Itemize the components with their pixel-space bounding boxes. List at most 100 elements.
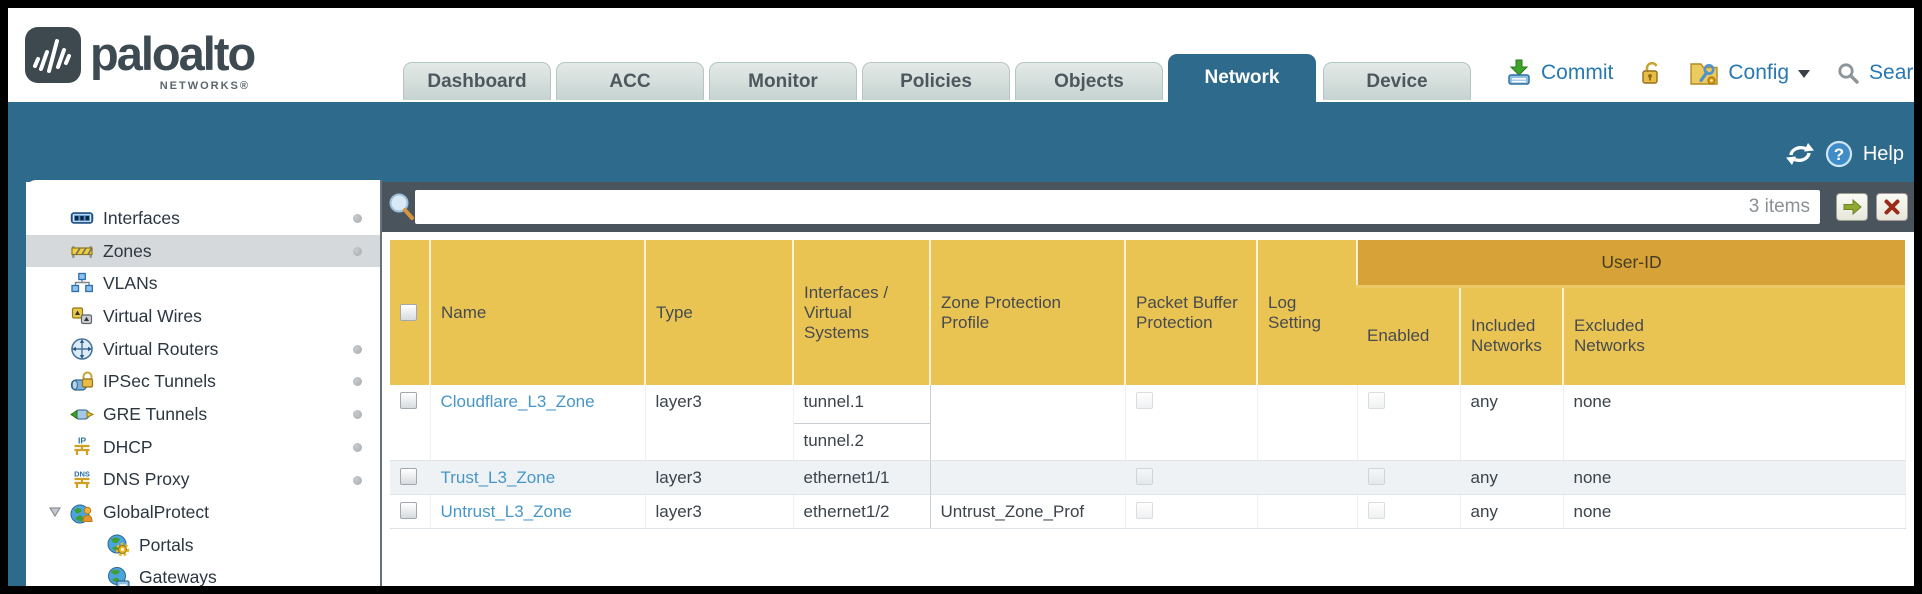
app-window: paloalto NETWORKS® Dashboard ACC Monitor… [8,8,1914,586]
page-header-band: ? Help [8,102,1914,182]
search-icon[interactable] [1836,61,1860,85]
column-header-log-setting[interactable]: Log Setting [1256,240,1357,385]
clear-filter-button[interactable] [1876,193,1908,221]
sidebar-item-dhcp[interactable]: IP DHCP [26,431,380,464]
excluded-networks: none [1563,460,1906,495]
sidebar-item-label: VLANs [103,273,158,294]
select-all-header [390,240,430,385]
table-row: tunnel.2 [390,423,1905,461]
help-icon[interactable]: ? [1825,140,1853,168]
column-header-packet-buffer-protection[interactable]: Packet Buffer Protection [1124,240,1257,385]
filter-field: 3 items [415,190,1820,224]
included-networks: any [1460,385,1564,461]
zone-interface: tunnel.1 [792,385,931,424]
column-header-interfaces[interactable]: Interfaces / Virtual Systems [792,240,930,385]
filter-input[interactable] [415,190,1820,224]
user-id-enabled-cell [1357,385,1461,461]
virtual-routers-icon [71,338,93,360]
log-setting [1257,494,1358,529]
tab-monitor[interactable]: Monitor [709,62,857,100]
ipsec-tunnels-icon [70,371,94,391]
apply-filter-icon [1843,199,1862,215]
table-row: Cloudflare_L3_Zone layer3 tunnel.1 any n… [390,385,1906,461]
column-header-name[interactable]: Name [429,240,645,385]
dhcp-icon: IP [74,436,90,456]
sidebar-item-virtual-wires[interactable]: Virtual Wires [26,300,380,333]
commit-button[interactable]: Commit [1541,61,1614,84]
column-header-zone-protection-profile[interactable]: Zone Protection Profile [929,240,1125,385]
column-header-type[interactable]: Type [644,240,793,385]
packet-buffer-protection-checkbox [1135,467,1153,485]
paloalto-logo-icon [25,27,81,83]
tab-dashboard[interactable]: Dashboard [403,62,551,100]
commit-icon[interactable] [1506,59,1532,87]
globalprotect-icon [70,504,93,524]
included-networks: any [1460,460,1564,495]
config-button[interactable]: Config [1728,61,1790,84]
sidebar-item-label: GlobalProtect [103,502,210,523]
tab-network[interactable]: Network [1168,54,1316,102]
sidebar-item-interfaces[interactable]: Interfaces [26,202,380,235]
sidebar-item-dns-proxy[interactable]: DNS DNS Proxy [26,464,380,497]
sidebar-item-gateways[interactable]: Gateways [26,562,380,586]
svg-text:DNS: DNS [74,469,90,478]
zones-table: Name Type Interfaces / Virtual Systems Z… [390,240,1906,529]
sidebar-item-label: Zones [103,240,152,261]
sidebar-item-vlans[interactable]: VLANs [26,267,380,300]
search-button[interactable]: Search [1869,61,1914,84]
zone-name-link[interactable]: Trust_L3_Zone [440,467,556,487]
refresh-icon[interactable] [1785,141,1815,167]
sidebar-item-label: GRE Tunnels [103,403,208,424]
status-dot [353,214,362,223]
tab-acc[interactable]: ACC [556,62,704,100]
column-header-included-networks[interactable]: Included Networks [1459,286,1563,385]
log-setting [1257,460,1358,495]
zone-interface: ethernet1/1 [792,460,931,495]
sidebar-item-virtual-routers[interactable]: Virtual Routers [26,333,380,366]
filter-toolbar: 3 items [382,182,1914,232]
user-id-enabled-cell [1357,460,1461,495]
sidebar-item-gre-tunnels[interactable]: GRE Tunnels [26,398,380,431]
sidebar-item-portals[interactable]: Portals [26,529,380,562]
user-id-group-header: User-ID [1356,240,1905,288]
sidebar-item-globalprotect[interactable]: GlobalProtect [26,496,380,529]
vlans-icon [71,272,93,292]
select-all-checkbox[interactable] [400,304,417,321]
column-header-excluded-networks[interactable]: Excluded Networks [1562,286,1905,385]
status-dot [353,377,362,387]
row-select-checkbox[interactable] [400,467,417,485]
zone-name-link[interactable]: Untrust_L3_Zone [440,501,572,521]
zone-type: layer3 [645,494,794,529]
collapse-triangle-icon[interactable] [48,506,62,518]
lock-icon[interactable] [1639,60,1663,87]
apply-filter-button[interactable] [1836,193,1868,221]
help-button[interactable]: Help [1862,142,1904,165]
tab-device[interactable]: Device [1323,62,1471,100]
user-id-enabled-checkbox [1367,501,1385,519]
column-header-enabled[interactable]: Enabled [1357,286,1460,385]
zone-name-link[interactable]: Cloudflare_L3_Zone [440,392,595,411]
row-select-checkbox[interactable] [400,501,417,519]
row-select-checkbox[interactable] [400,392,417,409]
tab-objects[interactable]: Objects [1015,62,1163,100]
user-id-enabled-cell [1357,494,1461,529]
virtual-wires-icon [71,307,93,325]
config-icon[interactable] [1689,59,1719,87]
sidebar-item-ipsec-tunnels[interactable]: IPSec Tunnels [26,365,380,398]
main-content: Name Type Interfaces / Virtual Systems Z… [382,232,1914,586]
packet-buffer-protection-checkbox [1135,501,1153,519]
brand-subtitle: NETWORKS® [159,80,250,92]
caret-down-icon[interactable] [1798,69,1811,84]
table-row: Trust_L3_Zone layer3 ethernet1/1 any non… [390,460,1906,495]
status-dot [353,410,362,420]
svg-text:?: ? [1834,145,1844,164]
zone-protection-profile: Untrust_Zone_Prof [930,494,1126,529]
gre-tunnels-icon [70,409,94,421]
status-dot [353,246,362,256]
sidebar-item-zones[interactable]: Zones [26,234,380,268]
portals-icon [107,534,130,557]
tab-policies[interactable]: Policies [862,62,1010,100]
sidebar-item-label: DNS Proxy [103,469,190,490]
excluded-networks: none [1563,494,1906,529]
